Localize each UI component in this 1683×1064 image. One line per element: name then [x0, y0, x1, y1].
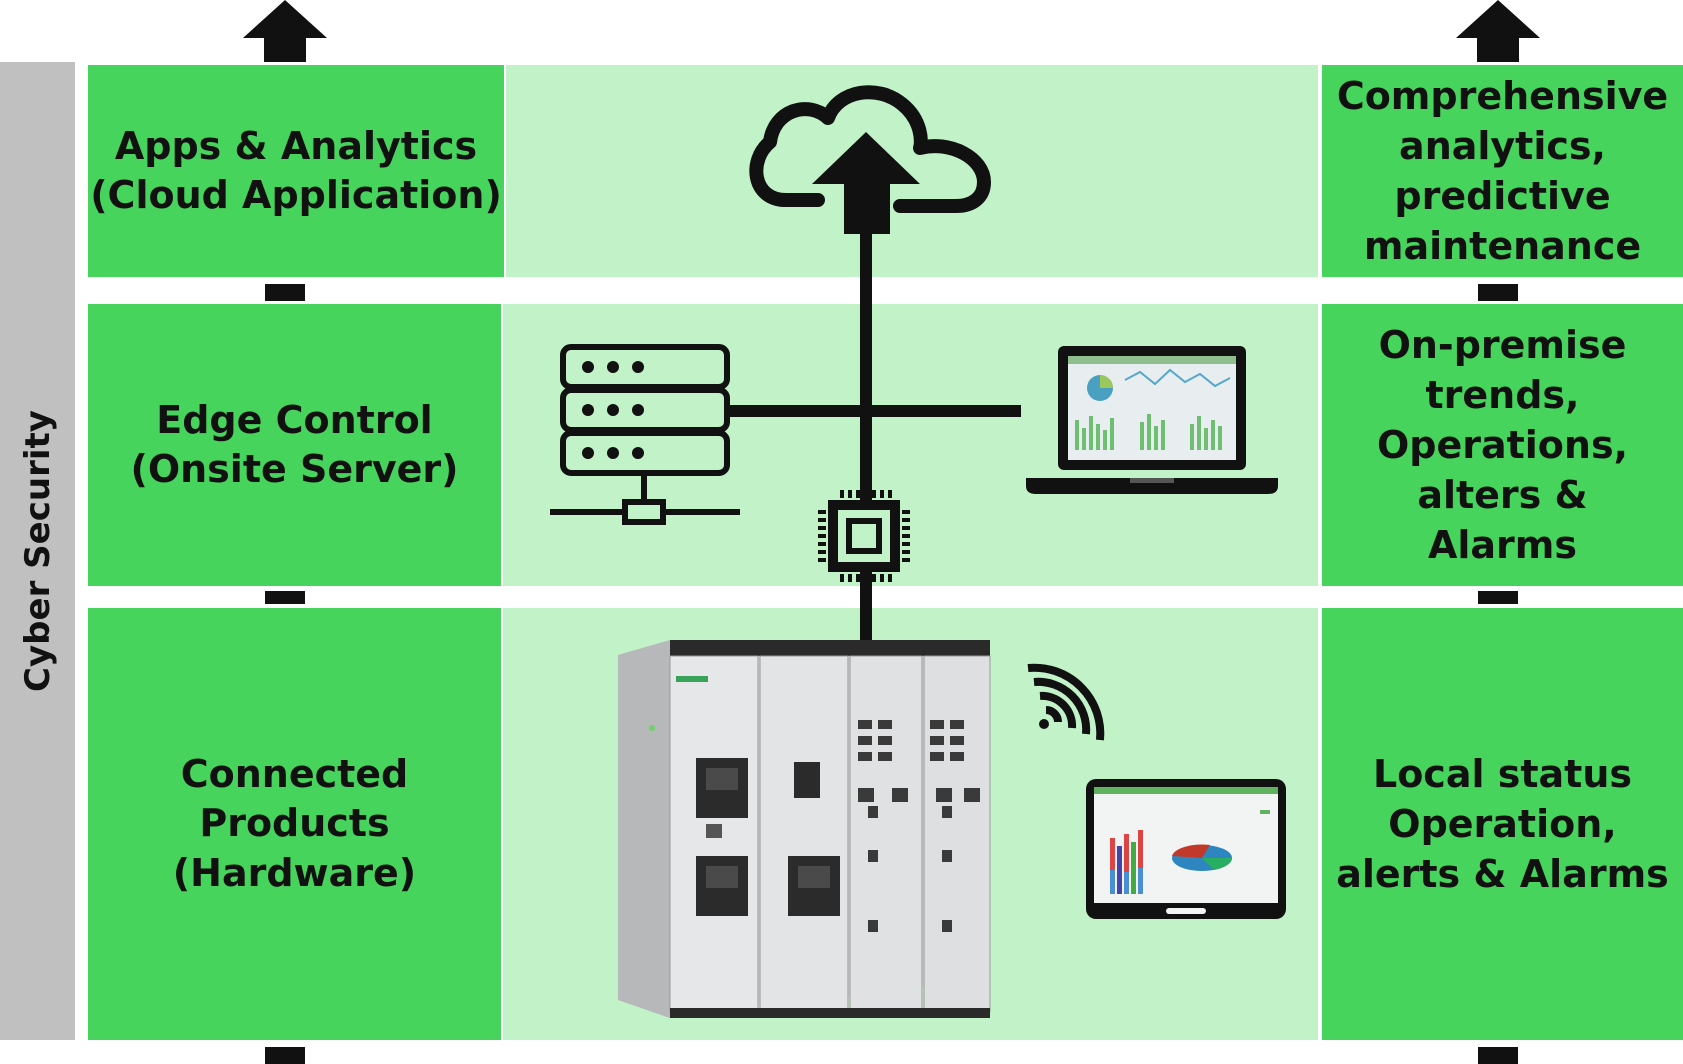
- tablet-dashboard-icon: [1086, 779, 1286, 919]
- cloud-layer-label: Apps & Analytics(Cloud Application): [88, 65, 504, 277]
- left-connector: [265, 1047, 305, 1064]
- right-connector: [1478, 1047, 1518, 1064]
- left-connector: [265, 591, 305, 604]
- right-connector: [1478, 591, 1518, 604]
- cloud-layer-panel: [506, 65, 1318, 277]
- up-arrow-icon: [1456, 0, 1540, 62]
- up-arrow-icon: [243, 0, 327, 62]
- switchgear-cabinet-icon: [618, 640, 991, 1018]
- network-trunk-line: [860, 232, 872, 652]
- cyber-security-bar: [0, 62, 75, 1040]
- chip-icon: [818, 490, 910, 582]
- right-connector: [1478, 284, 1518, 301]
- cloud-upload-icon: [749, 85, 991, 234]
- wifi-signal-icon: [1027, 663, 1105, 741]
- network-branch-line: [725, 405, 1021, 417]
- server-rack-icon: [550, 344, 740, 525]
- left-connector: [265, 284, 305, 301]
- edge-layer-label: Edge Control(Onsite Server): [88, 304, 501, 586]
- laptop-dashboard-icon: [1026, 346, 1278, 494]
